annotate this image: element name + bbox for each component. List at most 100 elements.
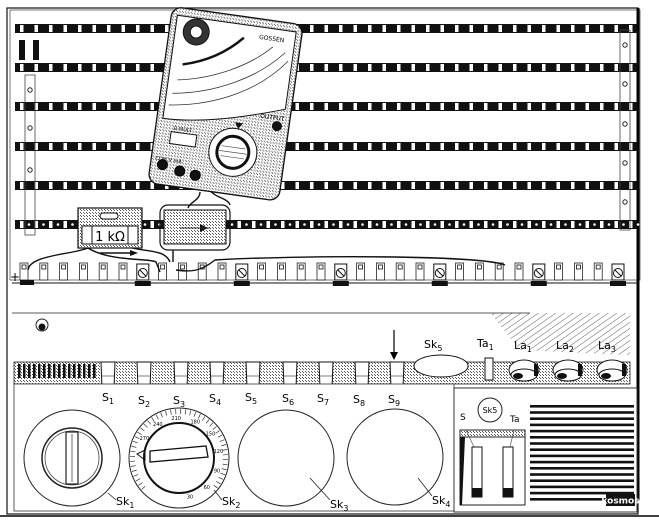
strip-slot[interactable] [571,103,575,110]
strip-slot[interactable] [339,143,343,150]
strip-slot[interactable] [92,64,97,71]
strip-slot[interactable] [556,25,561,32]
strip-slot[interactable] [339,64,343,71]
strip-slot[interactable] [49,143,53,150]
strip-slot[interactable] [324,103,329,110]
strip-slot[interactable] [20,221,24,228]
strip-slot[interactable] [150,64,155,71]
contact-terminal[interactable] [158,262,168,281]
strip-slot[interactable] [49,182,53,189]
strip-slot[interactable] [571,143,575,150]
strip-slot[interactable] [440,182,445,189]
strip-slot[interactable] [527,143,532,150]
contact-terminal[interactable] [474,262,484,281]
contact-terminal[interactable] [455,262,465,281]
strip-slot[interactable] [513,25,517,32]
strip-slot[interactable] [49,221,53,228]
strip-slot[interactable] [614,143,619,150]
strip-slot[interactable] [92,182,97,189]
contact-terminal[interactable] [197,262,207,281]
strip-slot[interactable] [585,64,590,71]
strip-slot[interactable] [78,64,82,71]
strip-slot[interactable] [78,143,82,150]
strip-slot[interactable] [78,25,82,32]
strip-slot[interactable] [484,182,488,189]
strip-slot[interactable] [20,182,24,189]
strip-slot[interactable] [527,103,532,110]
contact-terminal[interactable] [19,262,29,281]
strip-slot[interactable] [295,103,300,110]
strip-slot[interactable] [585,103,590,110]
strip-slot[interactable] [324,143,329,150]
strip-slot[interactable] [339,25,343,32]
contact-terminal[interactable] [415,262,425,281]
strip-slot[interactable] [411,64,416,71]
strip-slot[interactable] [136,143,140,150]
strip-slot[interactable] [310,182,314,189]
strip-slot[interactable] [49,103,53,110]
strip-slot[interactable] [426,182,430,189]
lamp-socket[interactable] [596,359,628,382]
strip-slot[interactable] [455,25,459,32]
contact-terminal[interactable] [257,262,267,281]
strip-slot[interactable] [121,143,126,150]
strip-slot[interactable] [63,143,68,150]
strip-slot[interactable] [368,221,372,228]
strip-slot[interactable] [92,25,97,32]
strip-slot[interactable] [426,103,430,110]
strip-slot[interactable] [440,25,445,32]
strip-slot[interactable] [455,221,459,228]
strip-slot[interactable] [63,103,68,110]
strip-slot[interactable] [397,143,401,150]
strip-slot[interactable] [324,182,329,189]
strip-slot[interactable] [426,221,430,228]
lamp-socket[interactable] [552,359,584,382]
strip-slot[interactable] [484,103,488,110]
strip-slot[interactable] [440,221,445,228]
strip-slot[interactable] [440,143,445,150]
contact-terminal[interactable] [316,262,326,281]
strip-slot[interactable] [455,103,459,110]
strip-slot[interactable] [411,25,416,32]
strip-slot[interactable] [121,103,126,110]
strip-slot[interactable] [136,25,140,32]
strip-slot[interactable] [527,221,532,228]
strip-slot[interactable] [542,143,546,150]
strip-slot[interactable] [107,64,111,71]
contact-terminal[interactable] [494,262,504,281]
strip-slot[interactable] [614,103,619,110]
strip-slot[interactable] [600,221,604,228]
slider-switch[interactable] [245,361,261,389]
knob-sk2[interactable] [128,407,230,509]
strip-slot[interactable] [49,25,53,32]
strip-slot[interactable] [107,143,111,150]
strip-slot[interactable] [600,103,604,110]
strip-slot[interactable] [571,25,575,32]
strip-slot[interactable] [107,25,111,32]
strip-slot[interactable] [63,64,68,71]
strip-slot[interactable] [469,25,474,32]
strip-slot[interactable] [150,221,155,228]
strip-slot[interactable] [382,182,387,189]
strip-slot[interactable] [614,64,619,71]
strip-slot[interactable] [513,182,517,189]
strip-slot[interactable] [281,182,285,189]
strip-slot[interactable] [585,143,590,150]
strip-slot[interactable] [121,182,126,189]
strip-slot[interactable] [353,25,358,32]
strip-slot[interactable] [150,103,155,110]
strip-slot[interactable] [107,182,111,189]
strip-slot[interactable] [107,103,111,110]
strip-slot[interactable] [49,64,53,71]
strip-slot[interactable] [527,25,532,32]
strip-slot[interactable] [20,143,24,150]
strip-slot[interactable] [527,64,532,71]
strip-slot[interactable] [614,221,619,228]
strip-slot[interactable] [571,64,575,71]
strip-slot[interactable] [542,103,546,110]
strip-slot[interactable] [353,143,358,150]
strip-slot[interactable] [34,182,39,189]
strip-slot[interactable] [150,25,155,32]
strip-slot[interactable] [411,221,416,228]
contact-terminal[interactable] [530,263,547,286]
